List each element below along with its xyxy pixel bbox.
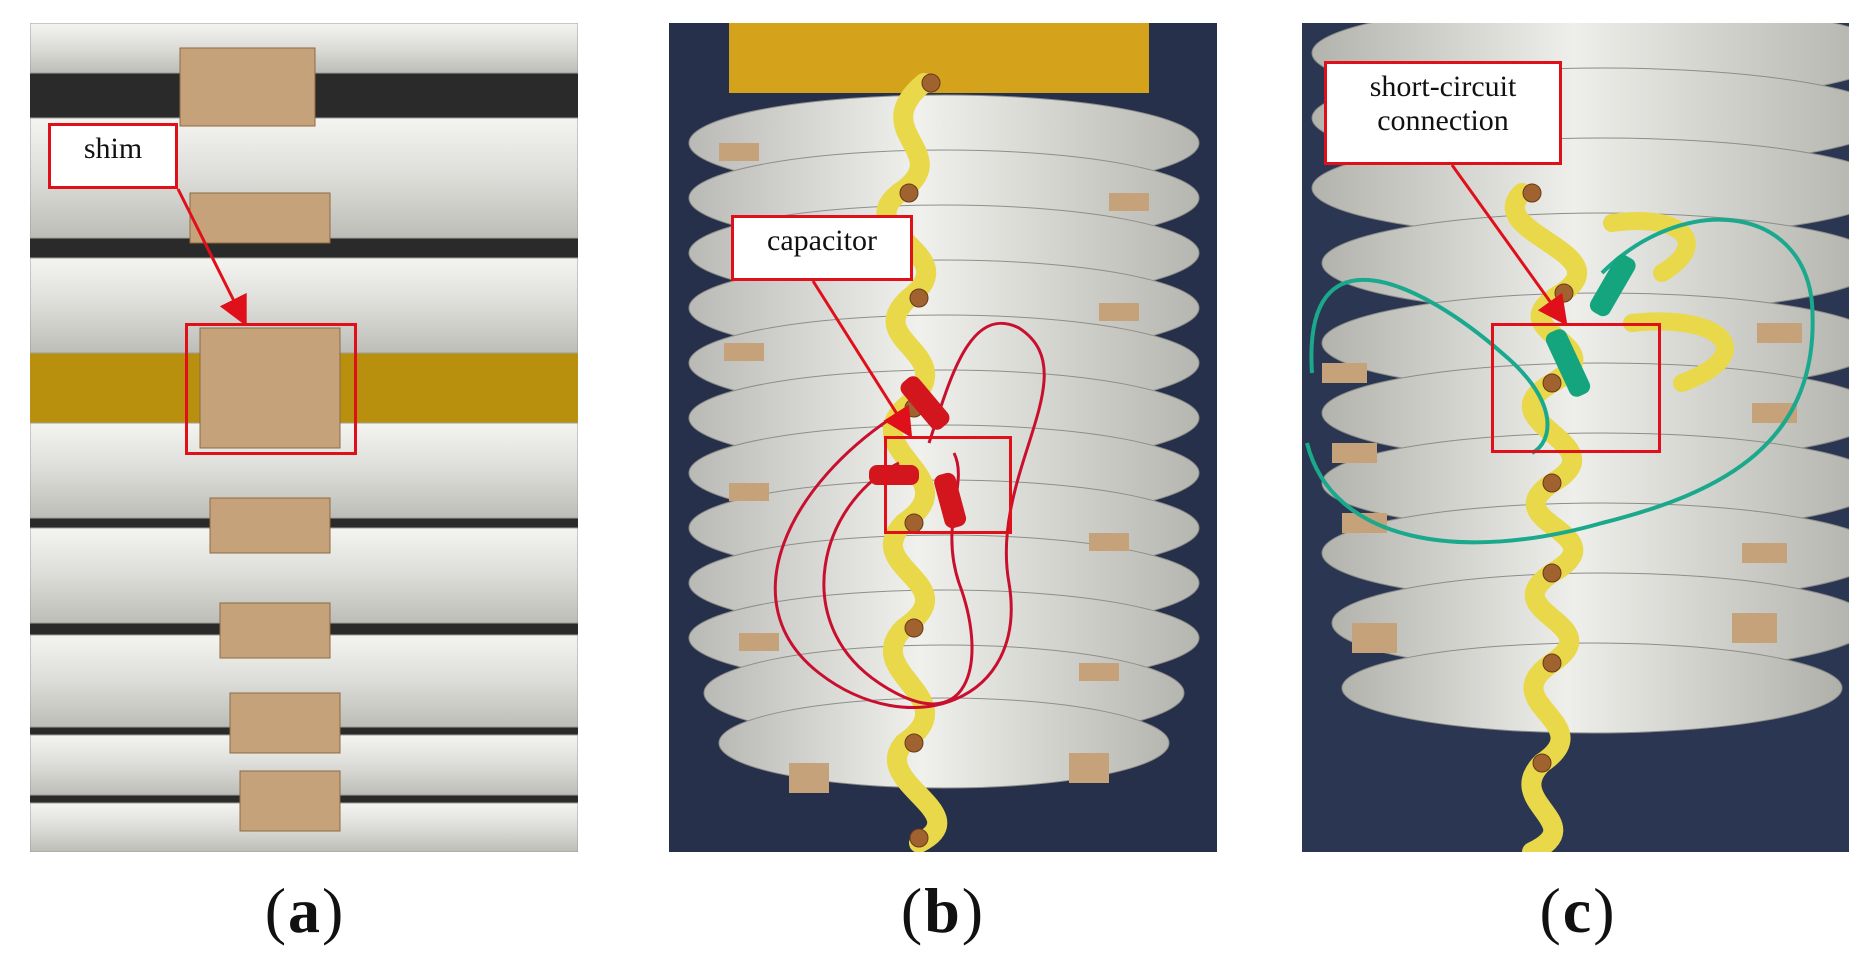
caption-b: (b) bbox=[900, 875, 986, 946]
caption-c-letter: c bbox=[1562, 875, 1594, 946]
photo-panel-b: capacitor bbox=[669, 23, 1217, 852]
shim-highlight-box bbox=[185, 323, 357, 455]
caption-c: (c) bbox=[1539, 875, 1617, 946]
capacitor-callout: capacitor bbox=[731, 215, 913, 281]
caption-a: (a) bbox=[264, 875, 346, 946]
capacitor-highlight-box bbox=[884, 436, 1012, 534]
caption-a-letter: a bbox=[288, 875, 322, 946]
coil-shim-photo bbox=[30, 23, 578, 852]
shim-callout: shim bbox=[48, 123, 178, 189]
caption-b-letter: b bbox=[924, 875, 962, 946]
short-circuit-highlight-box bbox=[1491, 323, 1661, 453]
short-circuit-callout: short-circuit connection bbox=[1324, 61, 1562, 165]
photo-panel-c: short-circuit connection bbox=[1302, 23, 1849, 852]
photo-panel-a: shim bbox=[30, 23, 578, 852]
